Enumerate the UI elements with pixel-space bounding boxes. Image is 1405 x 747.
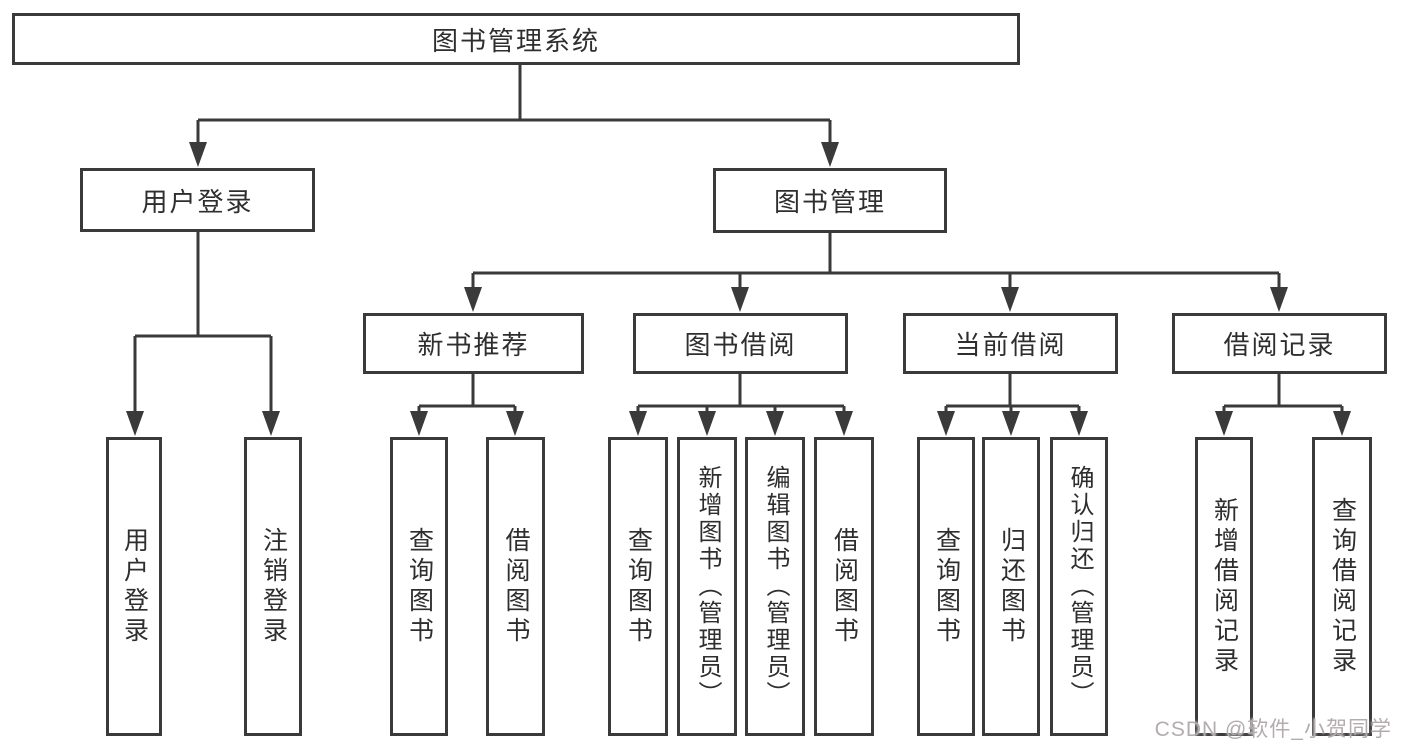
node-label: 借阅记录 [1223,330,1336,360]
leaf-add-book-admin: 新增图书（管理员） [677,437,737,736]
leaf-label: 查询图书 [932,526,961,647]
leaf-borrow-book: 借阅图书 [814,437,874,736]
leaf-label: 查询图书 [405,526,434,647]
leaf-edit-book-admin: 编辑图书（管理员） [745,437,805,736]
leaf-label: 查询借阅记录 [1328,496,1357,677]
leaf-logout: 注销登录 [244,437,302,736]
leaf-label: 归还图书 [997,526,1026,647]
node-new-book-recommend: 新书推荐 [363,313,584,374]
csdn-watermark: CSDN @软件_小贺同学 [1154,718,1392,741]
leaf-borrow-query-book: 查询图书 [608,437,668,736]
leaf-label: 借阅图书 [502,526,530,647]
leaf-label: 查询图书 [624,526,653,647]
connector-path [133,65,1344,411]
leaf-label: 用户登录 [120,526,149,647]
node-root-system: 图书管理系统 [12,13,1020,65]
leaf-current-query-book: 查询图书 [917,437,975,736]
node-user-login: 用户登录 [80,168,315,232]
node-book-management: 图书管理 [713,168,947,233]
leaf-label: 注销登录 [259,526,288,647]
node-borrow-records: 借阅记录 [1172,313,1387,374]
node-label: 新书推荐 [417,330,530,360]
leaf-query-borrow-record: 查询借阅记录 [1312,437,1372,736]
node-label: 图书管理 [773,187,886,217]
node-label: 当前借阅 [954,330,1067,360]
leaf-recommend-query-book: 查询图书 [390,437,448,736]
leaf-label: 新增借阅记录 [1210,496,1239,677]
leaf-confirm-return-admin: 确认归还（管理员） [1050,437,1108,736]
node-label: 图书借阅 [684,330,797,360]
leaf-recommend-borrow-book: 借阅图书 [486,437,545,736]
leaf-label: 借阅图书 [830,526,859,647]
node-label: 图书管理系统 [431,25,600,56]
arrowheads [126,142,1351,436]
node-label: 用户登录 [141,186,254,217]
node-book-borrow: 图书借阅 [633,313,848,374]
leaf-label: 编辑图书（管理员） [762,465,789,708]
leaf-user-login: 用户登录 [106,437,162,736]
leaf-return-book: 归还图书 [982,437,1040,736]
leaf-add-borrow-record: 新增借阅记录 [1195,437,1253,736]
node-current-borrow: 当前借阅 [903,313,1118,374]
leaf-label: 新增图书（管理员） [694,465,721,708]
leaf-label: 确认归还（管理员） [1066,465,1093,708]
